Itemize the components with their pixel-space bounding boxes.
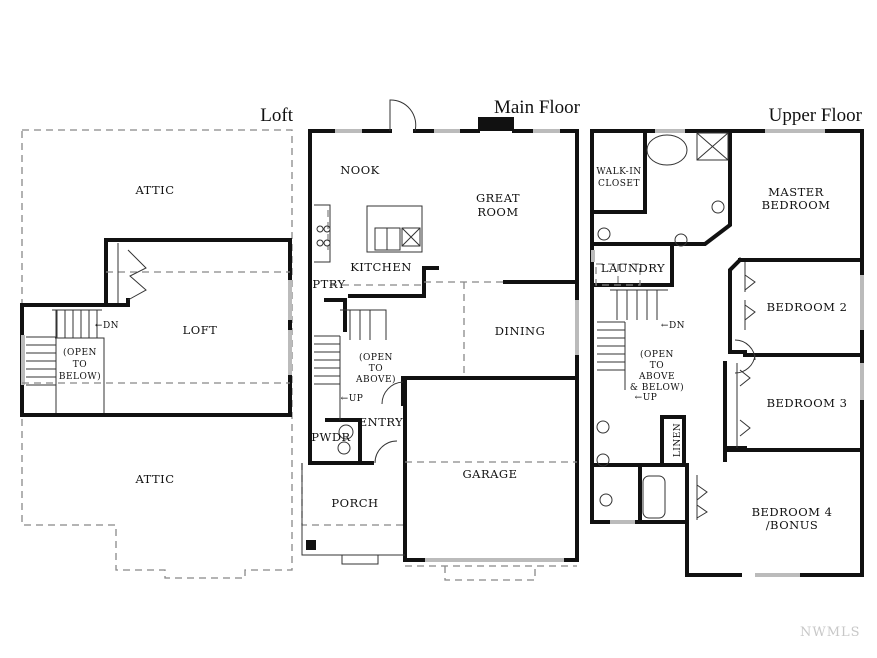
attic-bottom-label: ATTIC xyxy=(134,472,174,486)
loft-ceiling-lines xyxy=(22,271,290,384)
laundry-appliances xyxy=(595,263,641,286)
main-floor-plan: Main Floor NOOK GREAT ROOM KITCHEN PTRY … xyxy=(301,97,581,581)
entry-label: ENTRY xyxy=(359,415,404,429)
kitchen-range xyxy=(314,204,331,263)
open-above-2: TO xyxy=(369,364,383,374)
upper-floor-plan: Upper Floor WALK-IN CLOSET MASTER BEDROO… xyxy=(590,105,864,577)
loft-stairs xyxy=(26,309,105,413)
kitchen-island xyxy=(366,205,423,253)
open-below-2: TO xyxy=(73,360,87,370)
closet-door xyxy=(117,243,147,303)
linen-label: LINEN xyxy=(673,423,683,457)
nook-label: NOOK xyxy=(340,163,380,177)
upper-walls xyxy=(590,129,864,577)
upper-dn-label: ←DN xyxy=(661,321,685,331)
upper-up-label: ←UP xyxy=(635,393,658,403)
laundry-label: LAUNDRY xyxy=(601,261,665,275)
porch-post xyxy=(306,540,316,550)
open-above-below-1: (OPEN xyxy=(640,349,674,360)
bedroom2-label: BEDROOM 2 xyxy=(767,300,848,314)
open-below-1: (OPEN xyxy=(63,347,97,358)
powder-label: PWDR xyxy=(311,430,350,444)
loft-walls xyxy=(20,238,292,417)
loft-plan: Loft ATTIC LOFT ATTIC (OPEN TO BELOW) ←D… xyxy=(20,105,294,579)
main-windows xyxy=(335,129,579,562)
bedroom4-closet xyxy=(696,475,708,520)
master-tub xyxy=(646,134,688,166)
master-shower xyxy=(696,132,729,161)
bedroom4-label-1: BEDROOM 4 xyxy=(752,505,833,519)
master-sink xyxy=(711,200,725,214)
main-up-label: ←UP xyxy=(341,394,364,404)
fireplace xyxy=(478,117,514,131)
main-dashed-lines xyxy=(301,210,577,526)
rear-door xyxy=(389,99,417,132)
loft-dn-label: ←DN xyxy=(95,321,119,331)
loft-title: Loft xyxy=(260,105,293,126)
great-room-label-1: GREAT xyxy=(476,191,520,205)
attic-outline xyxy=(21,129,293,579)
kitchen-label: KITCHEN xyxy=(350,260,412,274)
garage-label: GARAGE xyxy=(462,467,517,481)
open-above-1: (OPEN xyxy=(359,352,393,363)
upper-stairs xyxy=(597,289,668,390)
great-room-label-2: ROOM xyxy=(477,205,518,219)
bedroom4-label-2: /BONUS xyxy=(766,518,819,532)
bedroom3-label: BEDROOM 3 xyxy=(767,396,848,410)
upper-floor-title: Upper Floor xyxy=(769,105,863,126)
attic-top-label: ATTIC xyxy=(134,183,174,197)
closet-doors xyxy=(736,262,756,448)
entry-doors xyxy=(374,381,404,464)
walk-in-closet-label-1: WALK-IN xyxy=(596,167,641,177)
powder-sink xyxy=(337,441,351,455)
loft-windows xyxy=(21,280,292,385)
porch-label: PORCH xyxy=(331,496,378,510)
master-bedroom-label-1: MASTER xyxy=(768,185,824,199)
kitchen-sink xyxy=(374,227,421,251)
walk-in-closet-label-2: CLOSET xyxy=(598,179,640,189)
open-above-below-3: ABOVE xyxy=(638,372,675,382)
hall-bath-tub xyxy=(642,475,666,519)
main-stairs xyxy=(314,309,387,420)
porch-outline xyxy=(301,463,405,565)
master-vanity xyxy=(674,233,688,247)
loft-label: LOFT xyxy=(183,323,218,337)
hall-bath-sink-2 xyxy=(596,453,610,467)
upper-windows xyxy=(591,129,864,577)
open-above-3: ABOVE) xyxy=(355,374,396,385)
main-floor-title: Main Floor xyxy=(494,97,581,118)
nwmls-watermark: NWMLS xyxy=(800,625,861,640)
master-bedroom-label-2: BEDROOM xyxy=(762,198,831,212)
dining-label: DINING xyxy=(495,324,546,338)
open-below-3: BELOW) xyxy=(59,371,101,382)
open-above-below-4: & BELOW) xyxy=(630,382,684,393)
master-toilet xyxy=(597,227,611,241)
open-above-below-2: TO xyxy=(650,361,664,371)
hall-bath-toilet xyxy=(599,493,613,507)
bedroom-doors xyxy=(734,339,756,374)
pantry-label: PTRY xyxy=(312,277,345,291)
powder-toilet xyxy=(338,424,354,440)
driveway-apron xyxy=(405,565,577,581)
hall-bath-sink-1 xyxy=(596,420,610,434)
